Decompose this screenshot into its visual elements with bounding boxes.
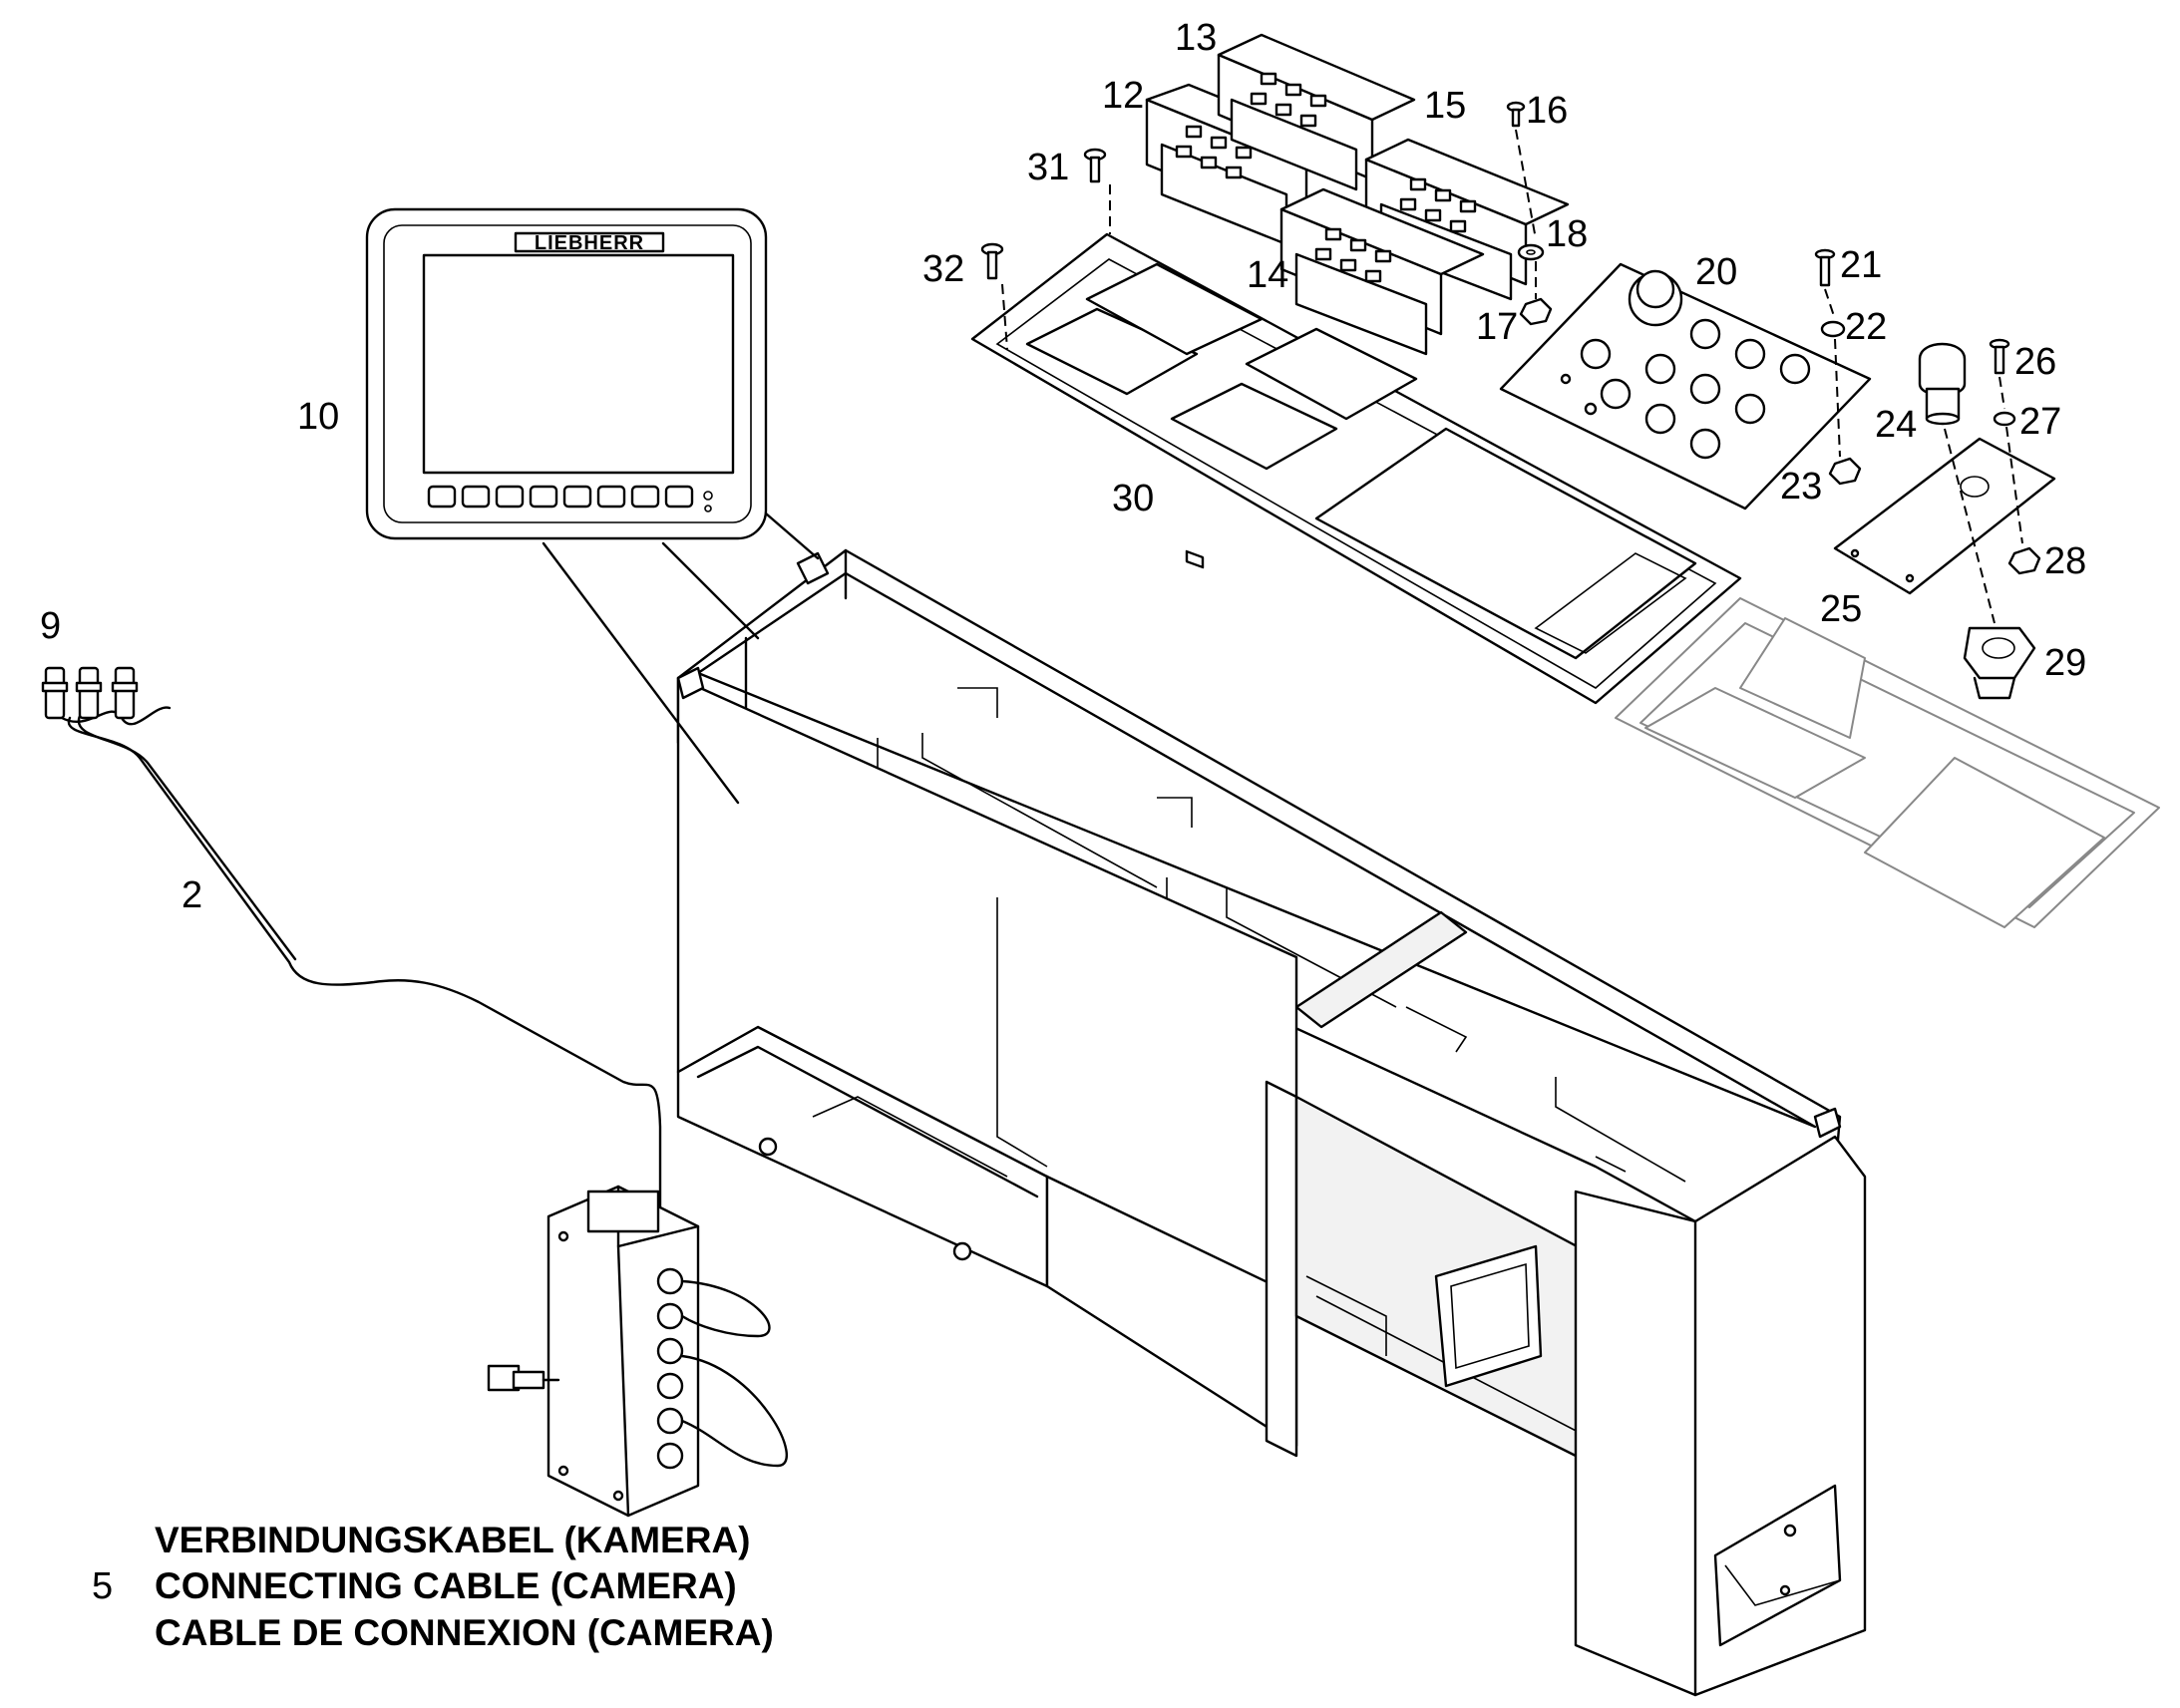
caption-line-french: CABLE DE CONNEXION (CAMERA) <box>155 1612 774 1653</box>
callout-31: 31 <box>1027 147 1069 188</box>
camera-box-ports <box>656 1267 684 1470</box>
callout-13: 13 <box>1175 17 1217 59</box>
callout-26: 26 <box>2014 341 2056 383</box>
cable-connector-plugs <box>41 666 139 720</box>
callout-32: 32 <box>922 248 964 290</box>
callout-14: 14 <box>1247 254 1288 296</box>
small-plate <box>1833 437 2056 595</box>
monitor-function-keys <box>427 485 694 509</box>
monitor-brand-logo: LIEBHERR <box>535 232 644 254</box>
fasteners <box>980 101 2041 624</box>
switch-module-14 <box>1279 187 1485 356</box>
caption-line-german: VERBINDUNGSKABEL (KAMERA) <box>155 1520 751 1560</box>
callout-12: 12 <box>1102 75 1144 117</box>
camera-connection-box <box>487 1185 789 1518</box>
part-caption: 5 VERBINDUNGSKABEL (KAMERA) CONNECTING C… <box>92 1520 774 1653</box>
control-panel <box>1499 262 1872 511</box>
connecting-cable <box>41 666 662 1208</box>
callout-24: 24 <box>1875 404 1917 446</box>
part-callouts: 2 9 10 12 13 14 15 16 17 18 20 21 22 23 … <box>40 17 2086 916</box>
callout-17: 17 <box>1476 306 1518 348</box>
callout-27: 27 <box>2019 401 2061 443</box>
switch-module-buttons <box>1175 72 1477 283</box>
callout-15: 15 <box>1424 85 1466 127</box>
callout-22: 22 <box>1845 306 1887 348</box>
button-holder <box>1963 626 2036 700</box>
cover-panel <box>970 232 1742 705</box>
callout-16: 16 <box>1526 90 1568 132</box>
caption-item-number: 5 <box>92 1565 113 1607</box>
callout-9: 9 <box>40 605 61 647</box>
display-monitor: LIEBHERR <box>365 207 820 805</box>
mushroom-button <box>1918 342 1967 426</box>
callout-10: 10 <box>297 396 339 438</box>
side-console-panel <box>1615 597 2160 928</box>
callout-23: 23 <box>1780 466 1822 508</box>
callout-21: 21 <box>1840 244 1882 286</box>
callout-30: 30 <box>1112 478 1154 519</box>
callout-2: 2 <box>182 874 202 916</box>
console-housing <box>676 548 1867 1697</box>
callout-28: 28 <box>2044 540 2086 582</box>
caption-line-english: CONNECTING CABLE (CAMERA) <box>155 1565 737 1606</box>
callout-29: 29 <box>2044 642 2086 684</box>
callout-20: 20 <box>1695 251 1737 293</box>
callout-25: 25 <box>1820 588 1862 630</box>
callout-18: 18 <box>1546 213 1588 255</box>
